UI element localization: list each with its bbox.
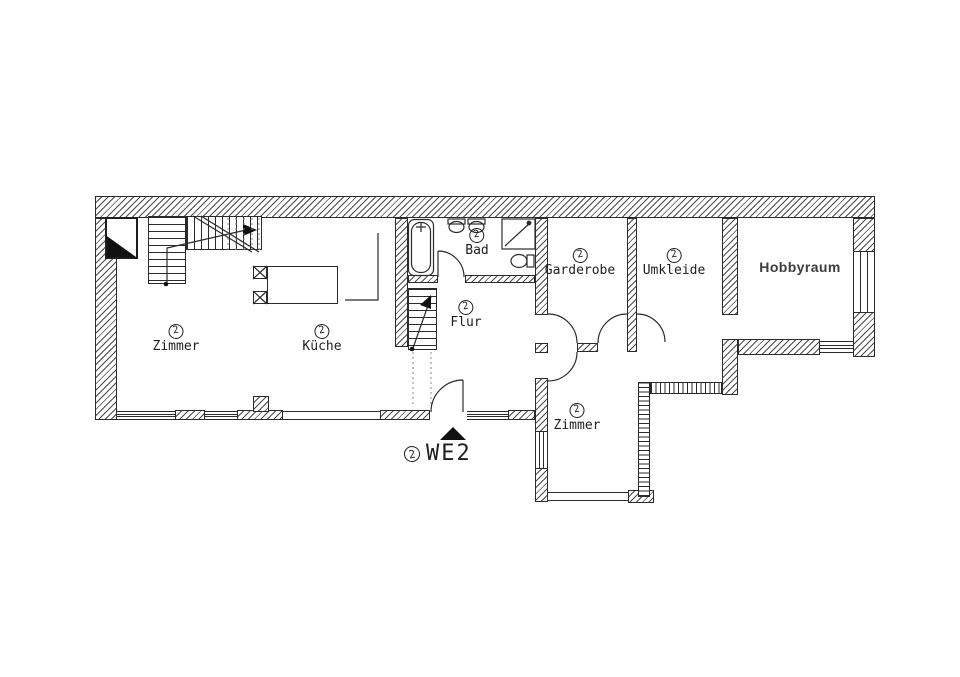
wall-zimmer-bottom-west-b <box>535 468 548 502</box>
chimney-fill-icon <box>107 236 136 257</box>
room-label-kueche: 2 Küche <box>302 322 342 354</box>
room-label-zimmer-left: 2 Zimmer <box>152 322 200 354</box>
window-flur-south <box>467 411 508 420</box>
wall-hobbyraum-south <box>738 339 820 355</box>
pillar-south <box>253 396 269 412</box>
wall-kueche-flur <box>395 218 408 347</box>
wall-bad-south-a <box>408 275 438 283</box>
wall-exterior-left <box>95 218 117 420</box>
staircase-upper-run <box>148 216 186 284</box>
floor-marker-icon: 2 <box>468 226 486 245</box>
window-zimmer-left <box>117 411 175 420</box>
floor-marker-icon: 2 <box>571 246 589 265</box>
room-name: Küche <box>302 339 342 354</box>
wall-garderobe-umkleide <box>627 218 637 352</box>
unit-name: WE2 <box>426 441 472 466</box>
wall-south-4 <box>508 410 535 420</box>
kitchen-hob-icon <box>253 266 267 279</box>
kitchen-partition-line <box>345 233 379 301</box>
door-bad <box>437 250 465 278</box>
room-label-zimmer-bottom: 2 Zimmer <box>553 401 601 433</box>
glazed-wall-umkleide-south <box>650 382 722 394</box>
door-garderobe-right <box>597 313 628 344</box>
unit-label-we2: 2 WE2 <box>402 441 472 466</box>
stair-headroom-dashed <box>412 352 432 406</box>
room-label-hobbyraum: Hobbyraum <box>759 260 840 275</box>
room-label-bad: 2 Bad <box>465 226 489 258</box>
kitchen-sink-icon <box>253 291 267 304</box>
entrance-marker-icon <box>440 427 466 440</box>
room-name: Zimmer <box>152 339 200 354</box>
door-umkleide <box>636 313 666 343</box>
bathtub-inner <box>410 221 432 274</box>
room-label-flur: 2 Flur <box>450 298 482 330</box>
window-hobbyraum-south <box>820 341 853 353</box>
floor-marker-icon: 2 <box>665 246 683 265</box>
wall-bad-south-b <box>465 275 535 283</box>
sink-2-back <box>467 218 486 225</box>
room-name: Hobbyraum <box>759 259 841 275</box>
room-name: Bad <box>465 243 489 258</box>
shower-diagonal <box>504 221 532 247</box>
wall-bad-garderobe <box>535 218 548 315</box>
wall-garderobe-south-a <box>535 343 548 353</box>
room-name: Garderobe <box>544 263 616 278</box>
wall-exterior-top <box>95 196 875 218</box>
bathtub <box>407 218 435 277</box>
wall-south-3 <box>380 410 430 420</box>
floor-marker-icon: 2 <box>568 401 586 420</box>
sink-1 <box>448 220 465 234</box>
room-name: Flur <box>450 315 482 330</box>
shower <box>501 218 536 250</box>
floor-marker-icon: 2 <box>313 322 331 341</box>
floor-marker-icon: 2 <box>167 322 185 341</box>
wall-south-1 <box>175 410 205 420</box>
room-name: Umkleide <box>642 263 706 278</box>
window-hobbyraum-east <box>853 252 875 312</box>
kitchen-counter <box>267 266 338 304</box>
wall-exterior-right-upper <box>853 218 875 252</box>
staircase-flur <box>408 288 437 350</box>
floor-marker-icon: 2 <box>457 298 475 317</box>
toilet-tank <box>526 254 535 268</box>
room-name: Zimmer <box>553 418 601 433</box>
window-zimmer-left-2 <box>205 411 237 420</box>
floor-marker-icon: 2 <box>402 444 422 463</box>
wall-garderobe-south-b <box>577 343 598 352</box>
window-zimmer-bottom-west <box>535 432 548 468</box>
door-garderobe-left <box>547 313 578 344</box>
shower-head-icon <box>526 220 532 226</box>
wall-umkleide-hobbyraum <box>722 218 738 315</box>
toilet-bowl <box>510 253 528 269</box>
room-label-umkleide: 2 Umkleide <box>642 246 706 278</box>
wall-exterior-right-lower <box>853 312 875 357</box>
door-zimmer-bottom <box>547 351 578 382</box>
bathtub-faucet-icon <box>416 222 426 232</box>
wall-zimmer-bottom-west-a <box>535 378 548 432</box>
chimney-symbol <box>105 217 138 259</box>
wall-zimmer-bottom-south <box>548 492 628 501</box>
sink-1-back <box>447 218 466 225</box>
wall-umkleide-corner <box>722 339 738 395</box>
room-label-garderobe: 2 Garderobe <box>544 246 616 278</box>
wall-south-thin <box>283 411 380 420</box>
door-entrance-we2 <box>430 379 464 413</box>
glazed-wall-zimmer-bottom-east <box>638 382 650 497</box>
staircase-upper-landing <box>186 216 262 250</box>
